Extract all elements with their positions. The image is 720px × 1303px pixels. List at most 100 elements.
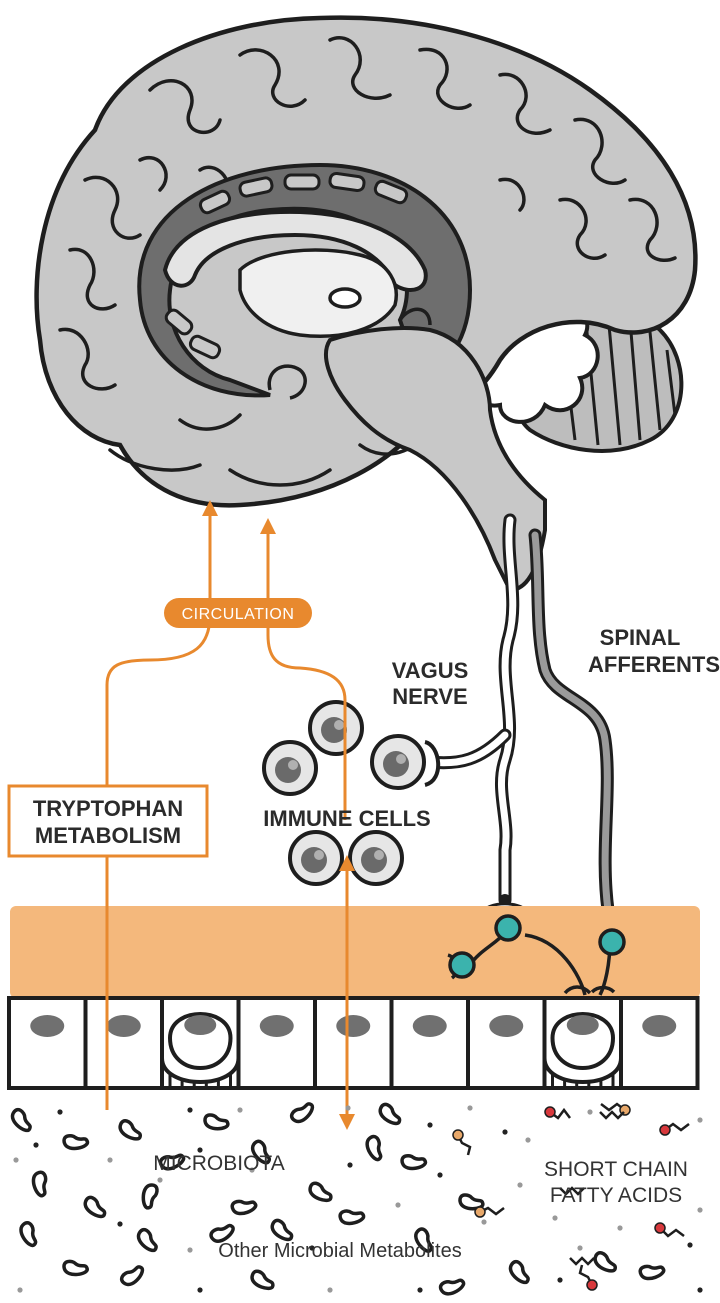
spinal-label-line2: AFFERENTS [588,652,720,677]
immune-cell-icon [348,830,404,886]
metabolite-dot [502,1129,508,1135]
metabolite-dot [481,1219,487,1225]
immune-cell-icon [308,700,364,756]
metabolite-dot [395,1202,401,1208]
bacteria-icon [209,1223,235,1243]
metabolite-dot [467,1105,473,1111]
other-metabolites-label: Other Microbial Metabolites [218,1240,461,1262]
metabolite-dot [697,1207,703,1213]
bacteria-icon [250,1139,272,1165]
lumen-microbiota [10,1102,703,1296]
tryptophan-label-line2: METABOLISM [35,823,181,848]
bacteria-icon [638,1264,666,1281]
vagus-label-line1: VAGUS [392,658,469,683]
fatty-acid-icon [544,1106,571,1120]
arrow-heads [99,500,355,1130]
bacteria-icon [31,1170,48,1198]
metabolite-dot [687,1242,693,1248]
bacteria-icon [19,1221,38,1248]
fatty-acid-chain [569,1256,595,1266]
bacteria-icon [62,1134,90,1151]
neuron-terminal-icon [447,914,626,996]
metabolite-dot [187,1107,193,1113]
fatty-acid-icon [452,1129,472,1156]
bacteria-icon [83,1195,107,1219]
metabolite-dot [437,1172,443,1178]
epithelium-layer [7,996,700,1090]
metabolite-dot [309,1245,315,1251]
epithelial-cell-icon [7,996,88,1090]
metabolite-dot [697,1287,703,1293]
epithelial-cell-icon [389,996,470,1090]
bacteria-icon [414,1227,434,1253]
immune-cell-icon [370,734,426,790]
metabolite-dot [187,1247,193,1253]
metabolite-dot [577,1245,583,1251]
bacteria-icon [400,1154,428,1171]
metabolite-dot [57,1109,63,1115]
scfa-label-line1: SHORT CHAIN [544,1158,688,1181]
tryptophan-box: TRYPTOPHAN METABOLISM [7,784,209,858]
bacteria-icon [250,1269,275,1291]
metabolite-dot [525,1137,531,1143]
bacteria-icon [136,1227,158,1253]
bacteria-icon [141,1183,159,1210]
microbiota-label: MICROBIOTA [153,1152,284,1175]
metabolite-dot [427,1122,433,1128]
epithelial-cell-icon [236,996,317,1090]
bacteria-icon [230,1199,258,1216]
metabolite-dot [107,1157,113,1163]
circulation-pathways [105,510,349,1120]
immune-cell-icon [288,830,344,886]
metabolite-dot [33,1142,39,1148]
metabolite-dot [237,1107,243,1113]
metabolite-dot [197,1147,203,1153]
epithelial-cell-icon [466,996,547,1090]
bacteria-icon [10,1107,32,1133]
fatty-acid-icon [578,1264,598,1291]
epithelial-cell-icon [83,996,164,1090]
bacteria-icon [308,1181,333,1203]
metabolite-dot [249,1167,255,1173]
metabolite-dot [617,1225,623,1231]
immune-cells-group [262,700,426,886]
bacteria-icon [270,1218,294,1242]
bacteria-icon [593,1251,617,1273]
metabolite-dot [557,1277,563,1283]
bacteria-icon [458,1193,485,1211]
brain-icon [34,15,698,593]
spinal-afferents-nerve [528,528,641,936]
bacteria-icon [203,1113,230,1131]
bacteria-icon [378,1102,402,1126]
metabolite-dot [697,1117,703,1123]
bacteria-icon [62,1259,89,1277]
epithelial-cell-icon [542,996,623,1084]
metabolite-dot [17,1287,23,1293]
metabolite-dot [345,1105,351,1111]
bacteria-icon [338,1209,366,1226]
spinal-label-line1: SPINAL [600,625,681,650]
metabolite-dot [117,1221,123,1227]
scfa-label-line2: FATTY ACIDS [550,1184,682,1207]
bacteria-icon [289,1102,315,1124]
vagus-label-line2: NERVE [392,684,467,709]
bacteria-icon [158,1153,186,1171]
bacteria-icon [119,1265,145,1287]
bacteria-icon [508,1259,530,1285]
epithelial-cell-icon [313,996,394,1090]
metabolite-dot [587,1109,593,1115]
circulation-badge: CIRCULATION [164,598,312,628]
metabolite-dot [347,1162,353,1168]
epithelial-cell-icon [160,996,241,1084]
fatty-acid-icon [659,1122,690,1136]
metabolite-dot [517,1182,523,1188]
bacteria-icon [118,1119,142,1141]
fatty-acid-icon [474,1206,505,1218]
metabolite-dot [327,1287,333,1293]
metabolite-dot [197,1287,203,1293]
circulation-label: CIRCULATION [182,606,295,623]
fatty-acid-icon [654,1222,685,1238]
vagus-nerve [423,513,534,924]
metabolite-dot [417,1287,423,1293]
